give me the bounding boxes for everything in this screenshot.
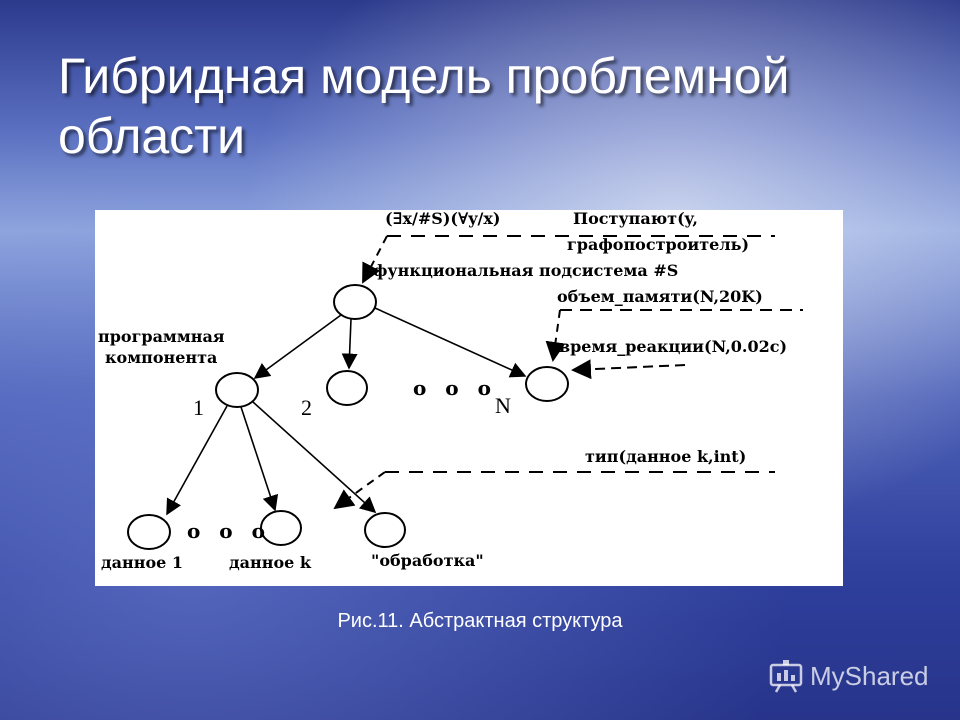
data-1-label: данное 1 [101,553,183,572]
watermark-brand: MyShared [810,660,929,691]
edge-root-1 [253,314,342,379]
memory-connector [545,309,566,362]
edge-1-data1 [166,405,228,516]
component-label-line1: программная [98,327,225,346]
type-connector [333,471,386,510]
slide-title: Гибридная модель проблемной области [58,48,790,164]
leaf-node-processing [364,512,406,548]
edge-1-datak [240,406,279,512]
root-node [333,284,377,320]
edge-1-processing [252,401,377,514]
memory-label: объем_памяти(N,20K) [557,287,763,306]
subsystem-label: функциональная подсистема #S [373,261,678,280]
quantifier-label: (∃x/#S)(∀y/x) [385,210,500,228]
reaction-connector [571,359,686,380]
processing-label: "обработка" [371,551,484,570]
edge-root-n [374,307,527,378]
diagram-panel: (∃x/#S)(∀y/x) Поступают(y, графопостроит… [95,210,843,586]
relation-cont-label: графопостроитель) [567,235,749,254]
component-node-2 [326,370,368,406]
figure-caption: Рис.11. Абстрактная структура [0,610,960,633]
quantifier-connector [362,235,388,284]
dots-top: o o o [413,376,497,400]
reaction-label: время_реакции(N,0.02c) [559,337,787,356]
type-label: тип(данное k,int) [585,447,746,466]
leaf-node-data-1 [127,514,171,550]
dots-bottom: o o o [187,519,271,543]
component-node-1 [215,372,259,408]
figure-caption-text: Рис.11. Абстрактная структура [337,610,623,632]
component-label-line2: компонента [105,348,217,367]
node-label-2: 2 [301,395,312,420]
abstract-structure-diagram: (∃x/#S)(∀y/x) Поступают(y, графопостроит… [98,210,803,572]
edge-root-2 [341,318,358,370]
component-node-n [525,366,569,402]
data-k-label: данное k [229,553,312,572]
presentation-board-icon [769,660,803,693]
relation-label: Поступают(y, [573,210,698,228]
node-label-n: N [495,393,511,418]
node-label-1: 1 [193,395,204,420]
watermark-logo: MyShared [768,656,929,696]
leaf-node-data-k [260,510,302,546]
